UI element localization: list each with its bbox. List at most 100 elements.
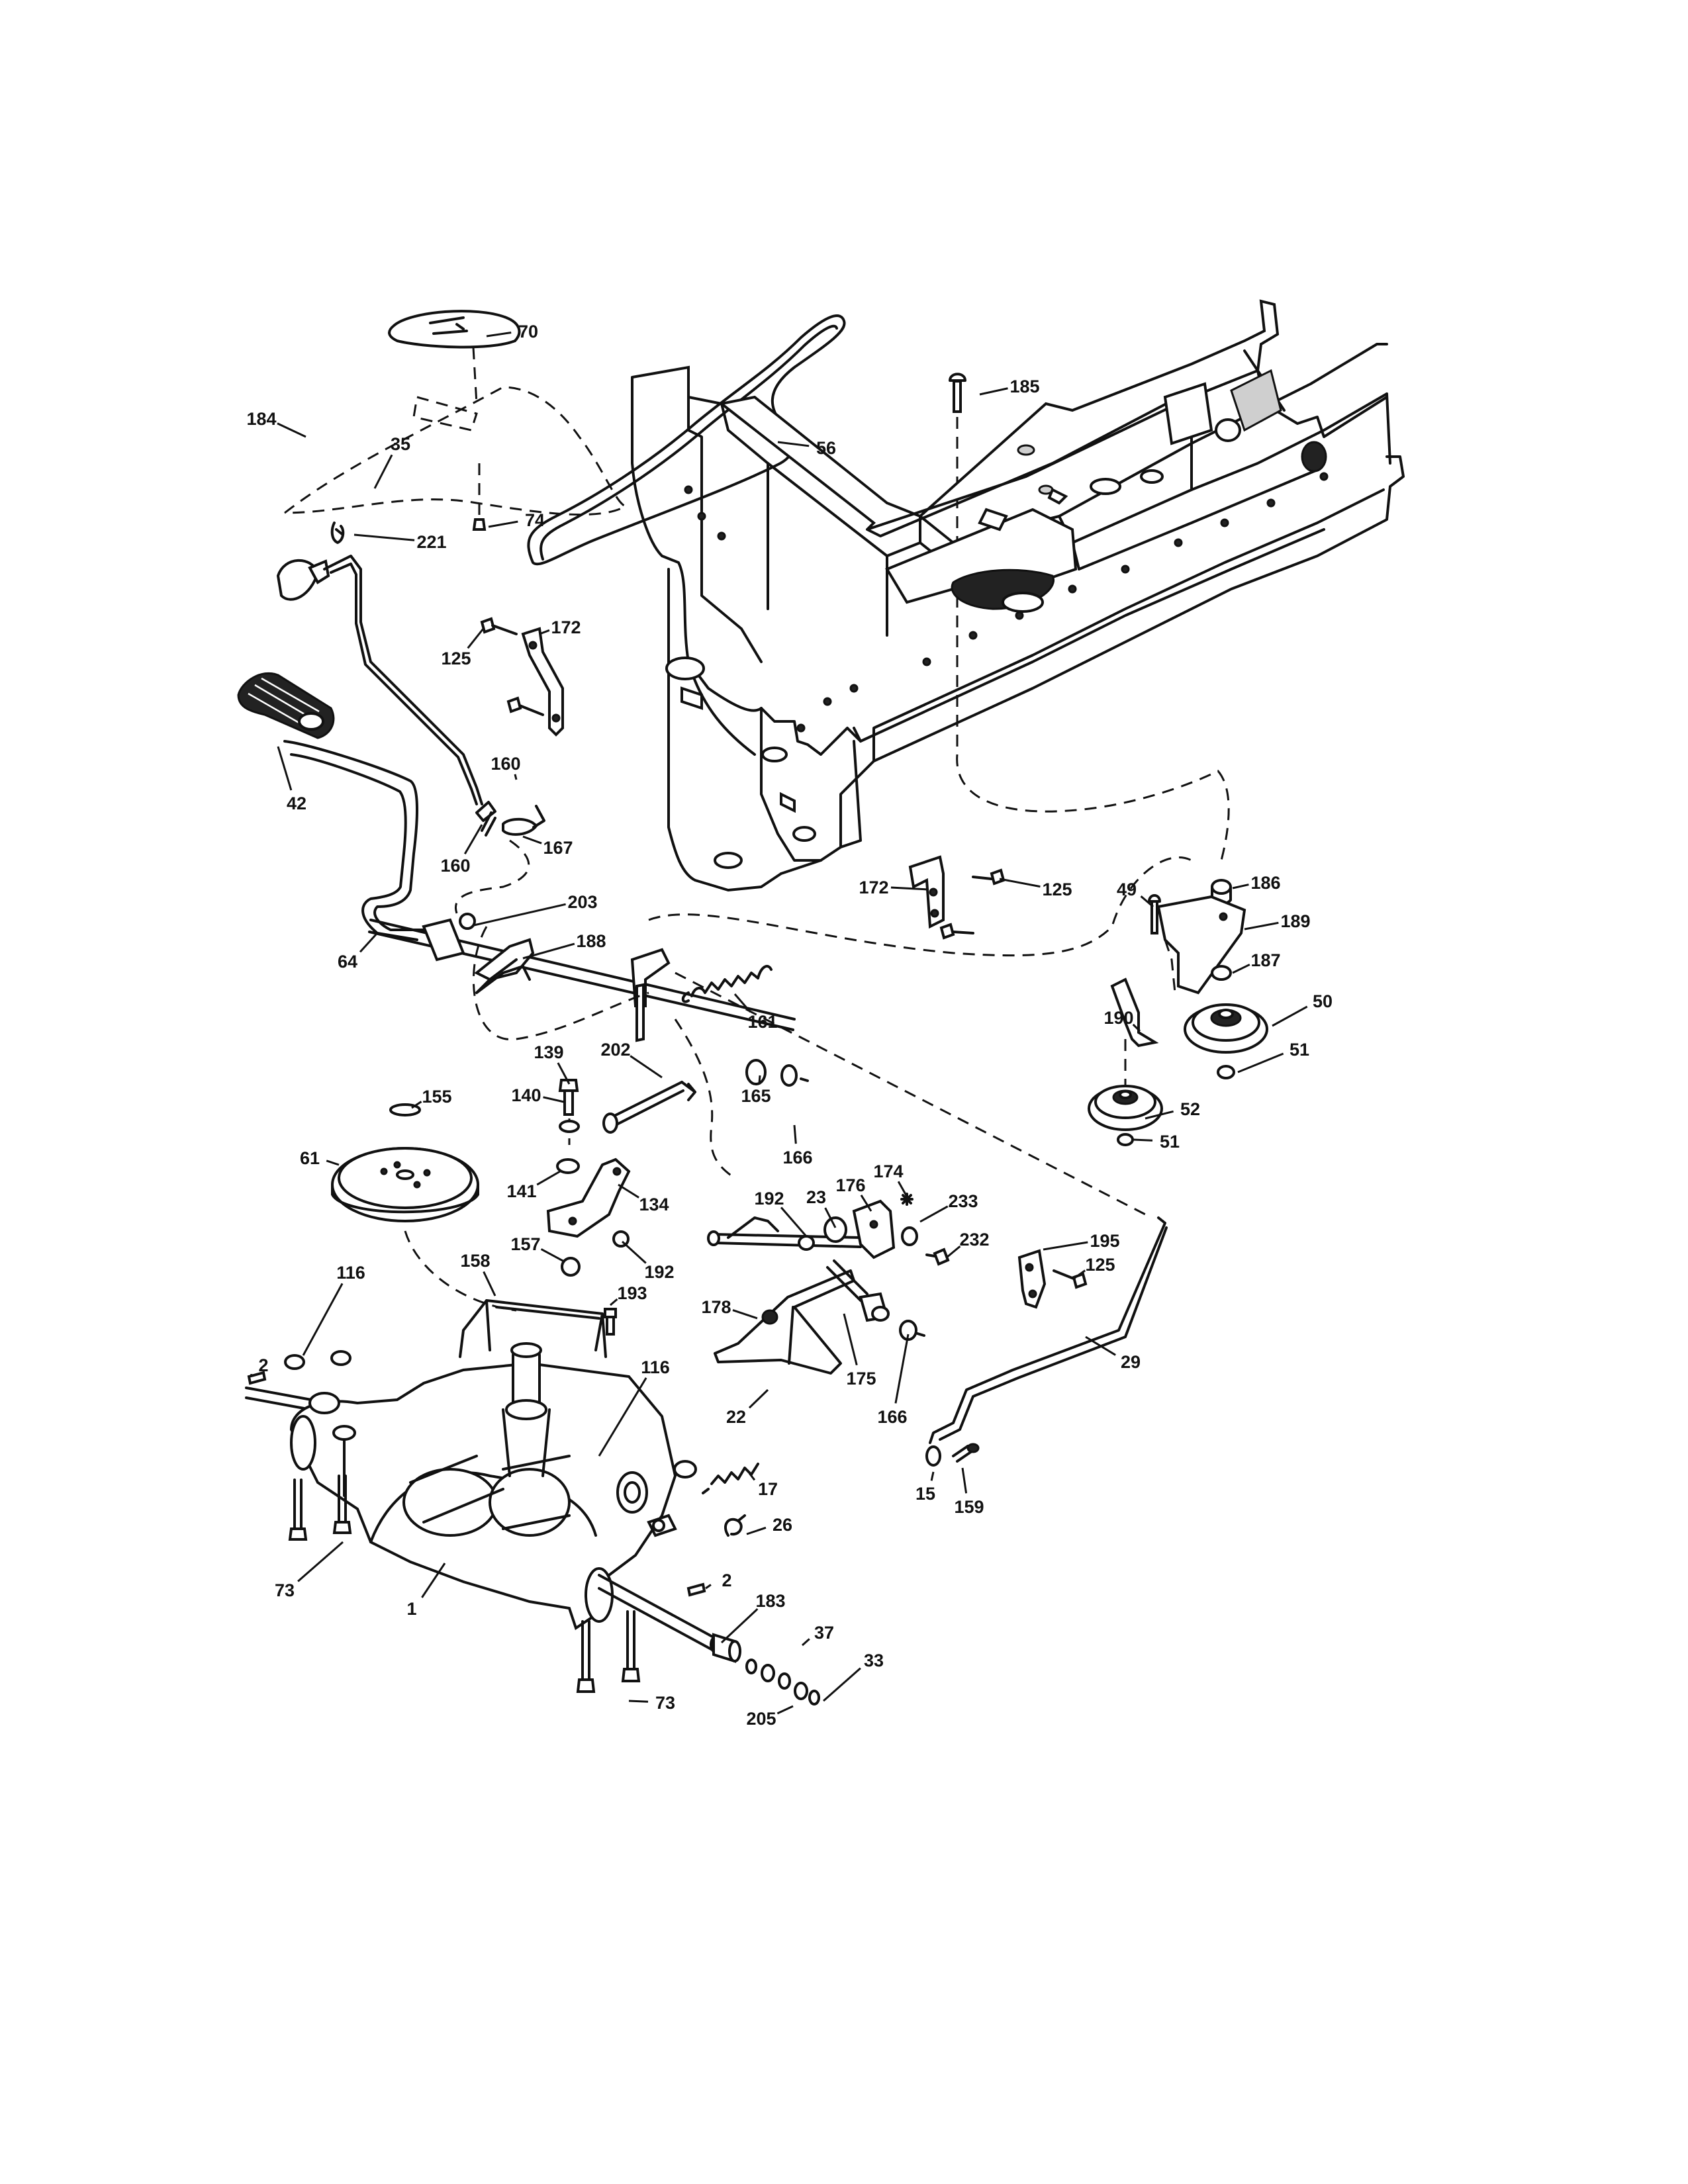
cross-shaft [368,918,796,1042]
callout-leader-195 [1043,1241,1088,1251]
part-callout-52: 52 [1180,1099,1200,1119]
callout-leader-33 [823,1667,861,1702]
rod-29 [929,1216,1166,1444]
part-callout-232: 232 [959,1230,989,1250]
callout-leader-70 [486,332,512,338]
callout-leader-158 [483,1271,496,1297]
callout-leader-176 [860,1195,872,1212]
part-callout-116: 116 [641,1357,670,1377]
callout-leader-50 [1272,1005,1308,1027]
part-callout-221: 221 [416,532,446,552]
star-washer-174 [900,1193,914,1206]
part-callout-37: 37 [814,1623,834,1643]
retaining-ring-155 [389,1103,421,1116]
part-callout-35: 35 [391,434,410,454]
callout-leader-155 [411,1101,422,1109]
part-callout-178: 178 [701,1297,731,1317]
callout-leader-61 [326,1160,340,1166]
part-callout-188: 188 [576,931,606,951]
callout-leader-157 [540,1248,565,1263]
callout-leader-125 [467,628,485,649]
callout-leader-35 [373,454,393,489]
callout-leader-125 [1073,1269,1086,1280]
bolts-73 [288,1475,641,1693]
callout-leader-178 [732,1309,758,1320]
callout-leader-2 [705,1584,712,1590]
knob-184 [276,559,330,601]
part-callout-70: 70 [518,322,538,341]
pulley-61 [331,1147,479,1222]
bracket-134 [546,1158,631,1238]
callout-leader-232 [946,1245,961,1259]
callout-layer: 7056185742211843517212542160167160203188… [246,322,1333,1729]
callout-leader-166 [793,1124,797,1144]
washer-157 [561,1257,581,1277]
bolt-232 [925,1248,950,1266]
nut-192b [798,1235,815,1251]
callout-leader-202 [630,1055,663,1079]
callout-leader-185 [979,387,1008,396]
part-callout-233: 233 [948,1191,978,1211]
callout-leader-160 [463,824,483,855]
callout-leader-1 [421,1563,446,1598]
callout-leader-187 [1232,964,1250,974]
part-callout-175: 175 [846,1369,876,1388]
bracket-195 [1017,1249,1047,1309]
bracket-176 [852,1199,896,1259]
pulley-50 [1184,1003,1268,1054]
part-callout-116: 116 [336,1263,365,1283]
part-callout-158: 158 [460,1251,490,1271]
callout-leader-167 [522,835,542,844]
callout-leader-184 [277,422,306,438]
part-callout-51: 51 [1289,1040,1309,1060]
bracket-172a [521,627,564,737]
shift-rod-35 [323,555,483,805]
callout-leader-42 [277,746,293,791]
part-callout-195: 195 [1090,1231,1119,1251]
callout-leader-139 [557,1062,571,1085]
callout-leader-233 [919,1205,949,1223]
part-callout-1: 1 [406,1599,416,1619]
part-callout-167: 167 [543,838,573,858]
part-callout-73: 73 [655,1693,675,1713]
spring-161 [681,964,773,1003]
part-callout-155: 155 [422,1087,451,1107]
pulley-52 [1088,1085,1163,1131]
plate-189 [1156,895,1246,995]
part-callout-51: 51 [1160,1132,1180,1152]
shift-plate-70 [388,310,521,404]
washer-233 [901,1226,918,1246]
callout-leader-190 [1132,1023,1141,1032]
callout-leader-22 [748,1388,769,1409]
nut-178 [761,1309,778,1325]
part-callout-202: 202 [600,1040,630,1060]
bracket-158 [459,1299,607,1358]
part-callout-186: 186 [1250,873,1280,893]
nut-51b [1117,1133,1134,1146]
part-callout-192: 192 [754,1189,784,1208]
callout-leader-183 [720,1608,759,1644]
callout-leader-51 [1237,1052,1284,1073]
nut-51a [1217,1065,1235,1079]
part-callout-125: 125 [1085,1255,1115,1275]
part-callout-61: 61 [300,1148,320,1168]
part-callout-157: 157 [510,1234,540,1254]
part-callout-134: 134 [639,1195,669,1214]
part-callout-172: 172 [551,617,581,637]
callout-leader-74 [488,520,518,528]
part-callout-184: 184 [246,409,276,429]
part-callout-2: 2 [722,1570,731,1590]
callout-leader-203 [473,903,566,927]
washer-15 [925,1445,941,1467]
key-2b [686,1582,706,1597]
spacer-183 [712,1633,741,1663]
part-callout-159: 159 [954,1497,984,1517]
callout-leader-175 [843,1313,858,1366]
callout-leader-49 [1140,895,1154,908]
lever-22 [714,1269,855,1375]
callout-leader-165 [758,1075,761,1083]
callout-leader-15 [930,1471,935,1481]
callout-leader-64 [359,933,377,953]
part-callout-64: 64 [338,952,357,972]
callout-leader-125 [999,878,1041,888]
